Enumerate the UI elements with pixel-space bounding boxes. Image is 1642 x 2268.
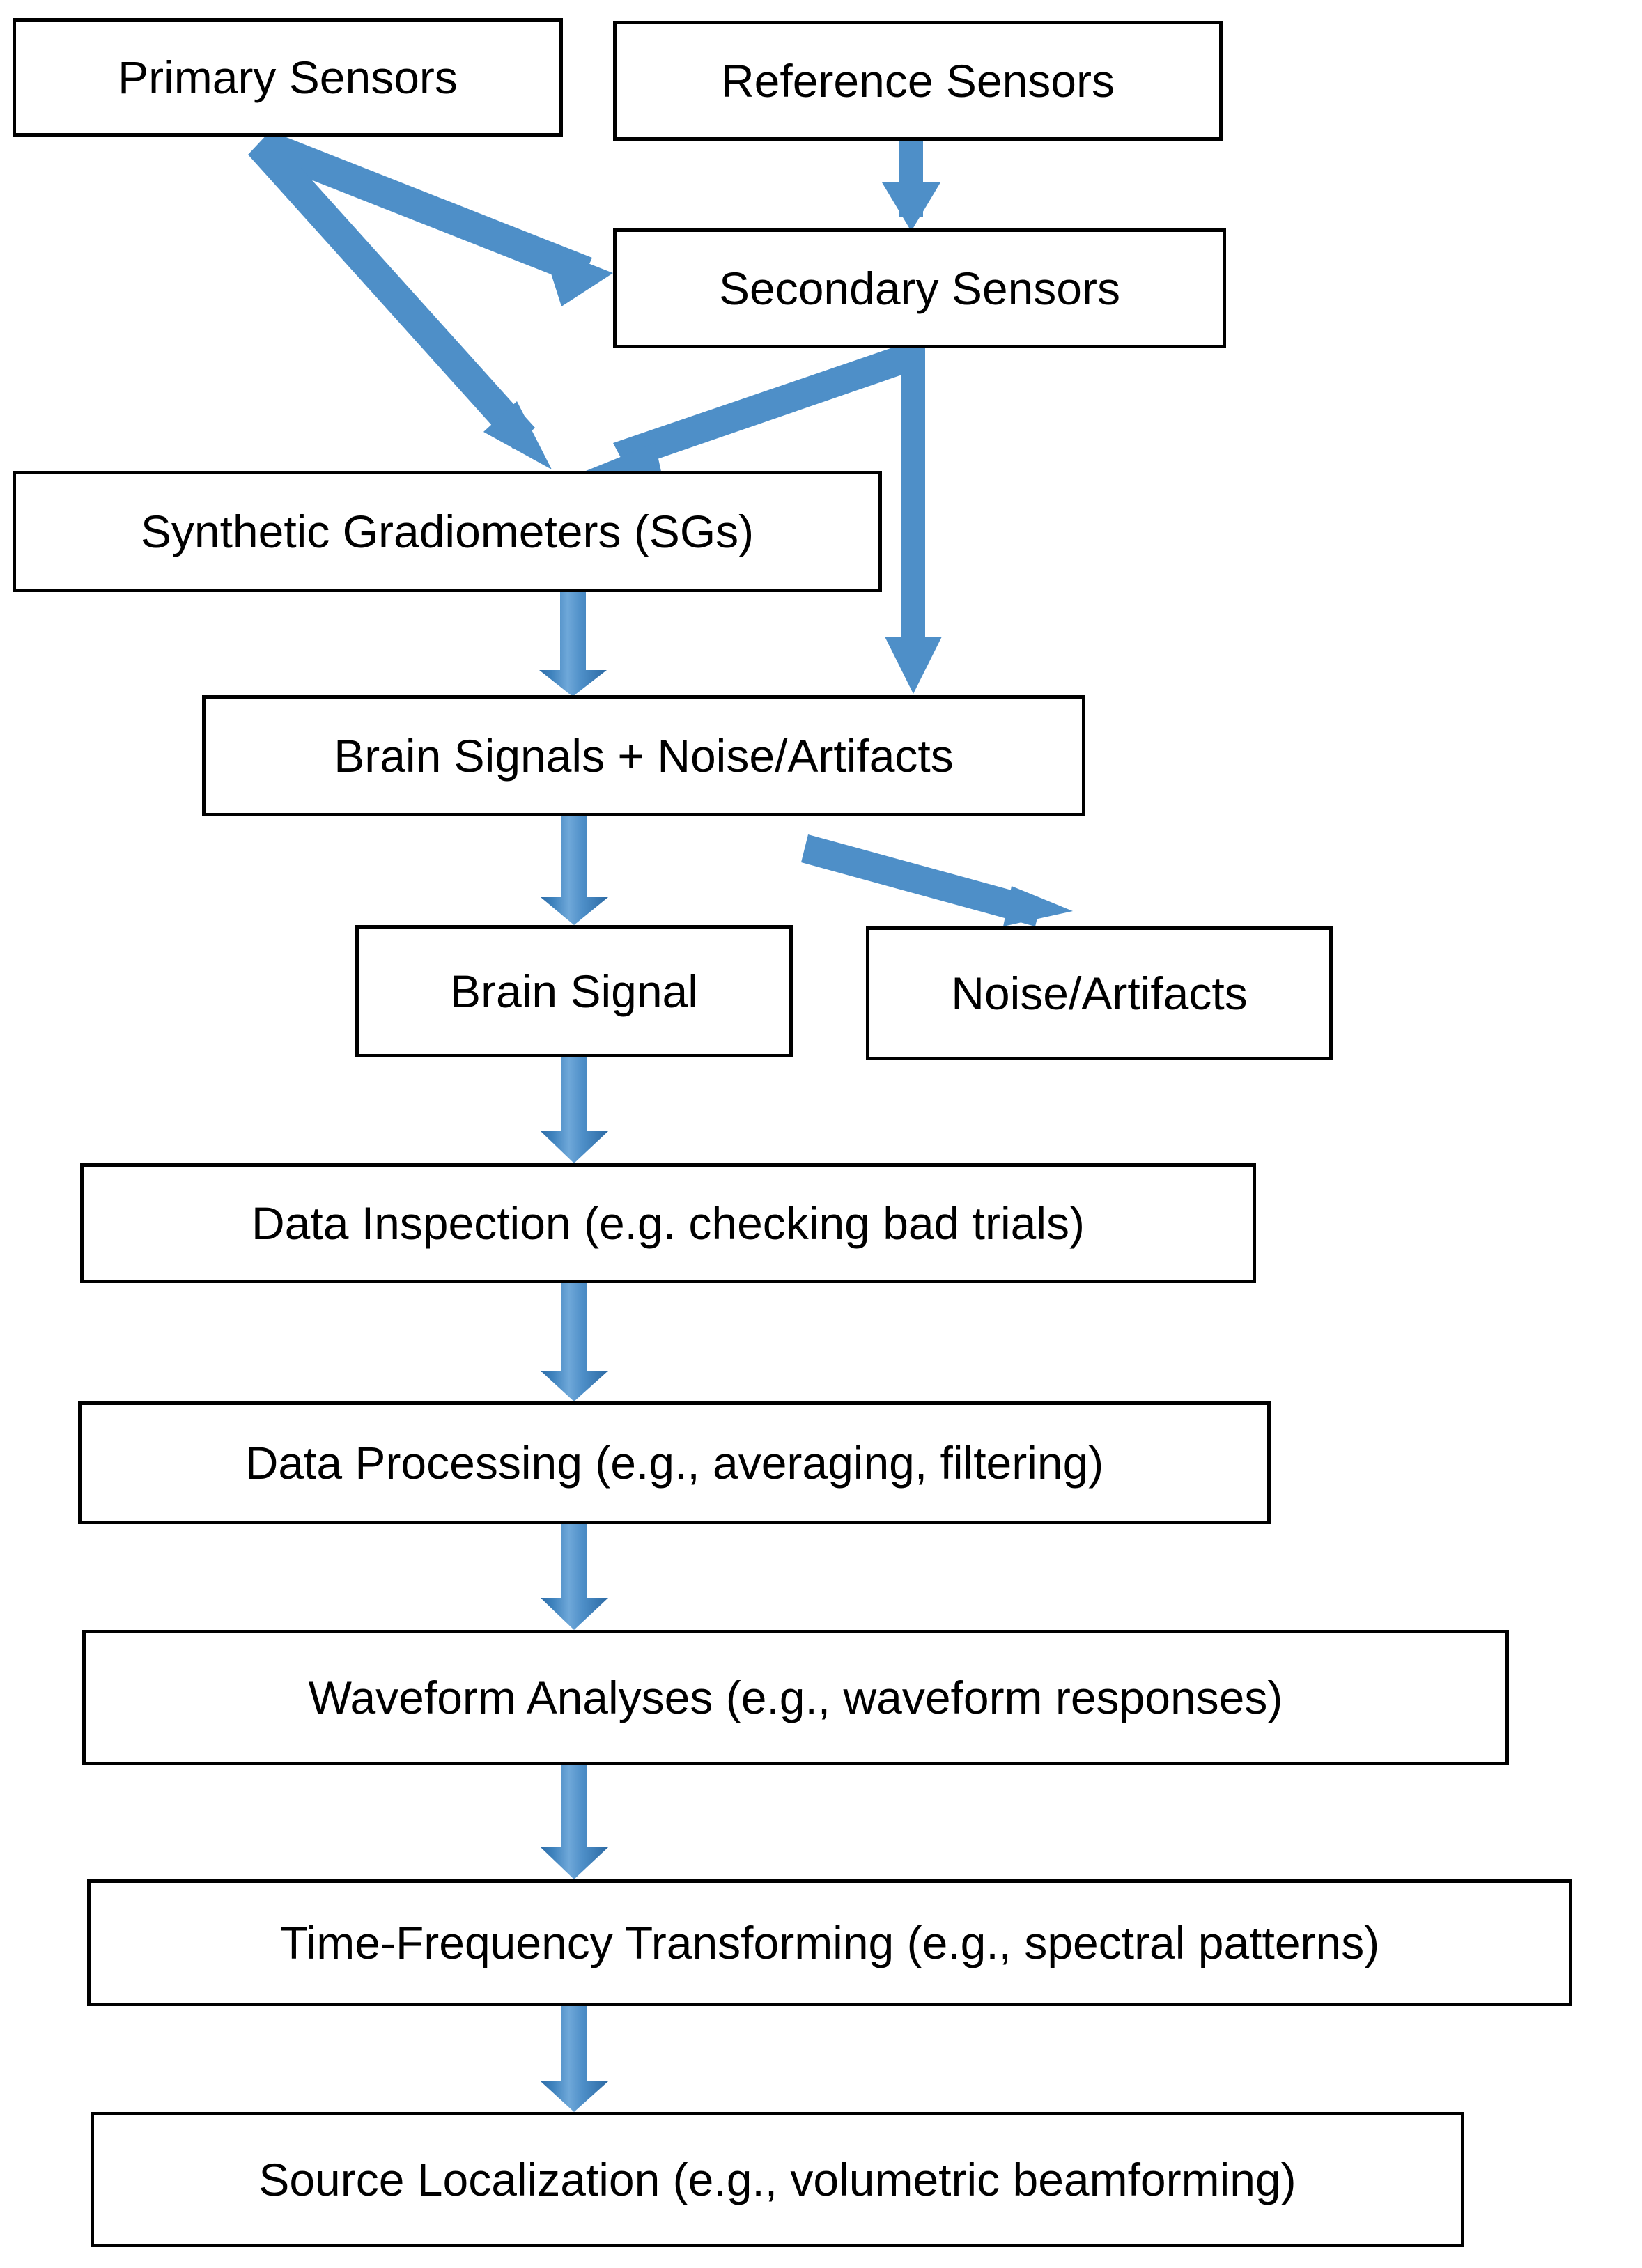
edge-brain-signal-to-data-inspection: [541, 1057, 608, 1163]
node-label: Data Inspection (e.g. checking bad trial…: [251, 1197, 1085, 1249]
node-label: Time-Frequency Transforming (e.g., spect…: [279, 1916, 1380, 1968]
node-secondary-sensors[interactable]: Secondary Sensors: [613, 228, 1226, 348]
edge-primary-to-secondary: [258, 131, 613, 306]
node-data-processing[interactable]: Data Processing (e.g., averaging, filter…: [78, 1401, 1271, 1524]
edge-secondary-to-brain-signals: [885, 347, 942, 694]
edge-primary-to-synthetic: [248, 132, 552, 469]
node-label: Waveform Analyses (e.g., waveform respon…: [308, 1671, 1283, 1723]
edge-brain-signals-to-noise: [801, 834, 1073, 926]
node-reference-sensors[interactable]: Reference Sensors: [613, 21, 1223, 141]
edge-secondary-to-synthetic: [582, 344, 918, 481]
edge-data-inspection-to-processing: [541, 1283, 608, 1401]
node-label: Noise/Artifacts: [951, 967, 1248, 1019]
edge-time-frequency-to-source: [541, 2006, 608, 2112]
node-label: Synthetic Gradiometers (SGs): [140, 505, 754, 557]
node-label: Reference Sensors: [721, 54, 1115, 107]
node-label: Primary Sensors: [118, 51, 458, 103]
edge-brain-signals-to-brain-signal: [541, 816, 608, 925]
node-label: Data Processing (e.g., averaging, filter…: [245, 1436, 1104, 1489]
node-label: Brain Signals + Noise/Artifacts: [334, 729, 954, 782]
node-noise-artifacts[interactable]: Noise/Artifacts: [866, 926, 1333, 1060]
edge-synthetic-to-brain-signals: [539, 592, 607, 697]
node-waveform-analyses[interactable]: Waveform Analyses (e.g., waveform respon…: [82, 1630, 1509, 1765]
node-brain-signals-noise[interactable]: Brain Signals + Noise/Artifacts: [202, 695, 1085, 816]
node-brain-signal[interactable]: Brain Signal: [355, 925, 793, 1057]
edge-reference-to-secondary: [882, 139, 940, 231]
node-primary-sensors[interactable]: Primary Sensors: [13, 18, 563, 137]
edge-processing-to-waveform: [541, 1524, 608, 1630]
edge-waveform-to-time-frequency: [541, 1765, 608, 1879]
node-data-inspection[interactable]: Data Inspection (e.g. checking bad trial…: [80, 1163, 1256, 1283]
node-label: Brain Signal: [450, 965, 698, 1017]
node-synthetic-gradiometers[interactable]: Synthetic Gradiometers (SGs): [13, 471, 882, 592]
node-label: Secondary Sensors: [719, 262, 1120, 314]
node-label: Source Localization (e.g., volumetric be…: [258, 2153, 1296, 2205]
node-time-frequency-transforming[interactable]: Time-Frequency Transforming (e.g., spect…: [87, 1879, 1572, 2006]
node-source-localization[interactable]: Source Localization (e.g., volumetric be…: [91, 2112, 1464, 2247]
